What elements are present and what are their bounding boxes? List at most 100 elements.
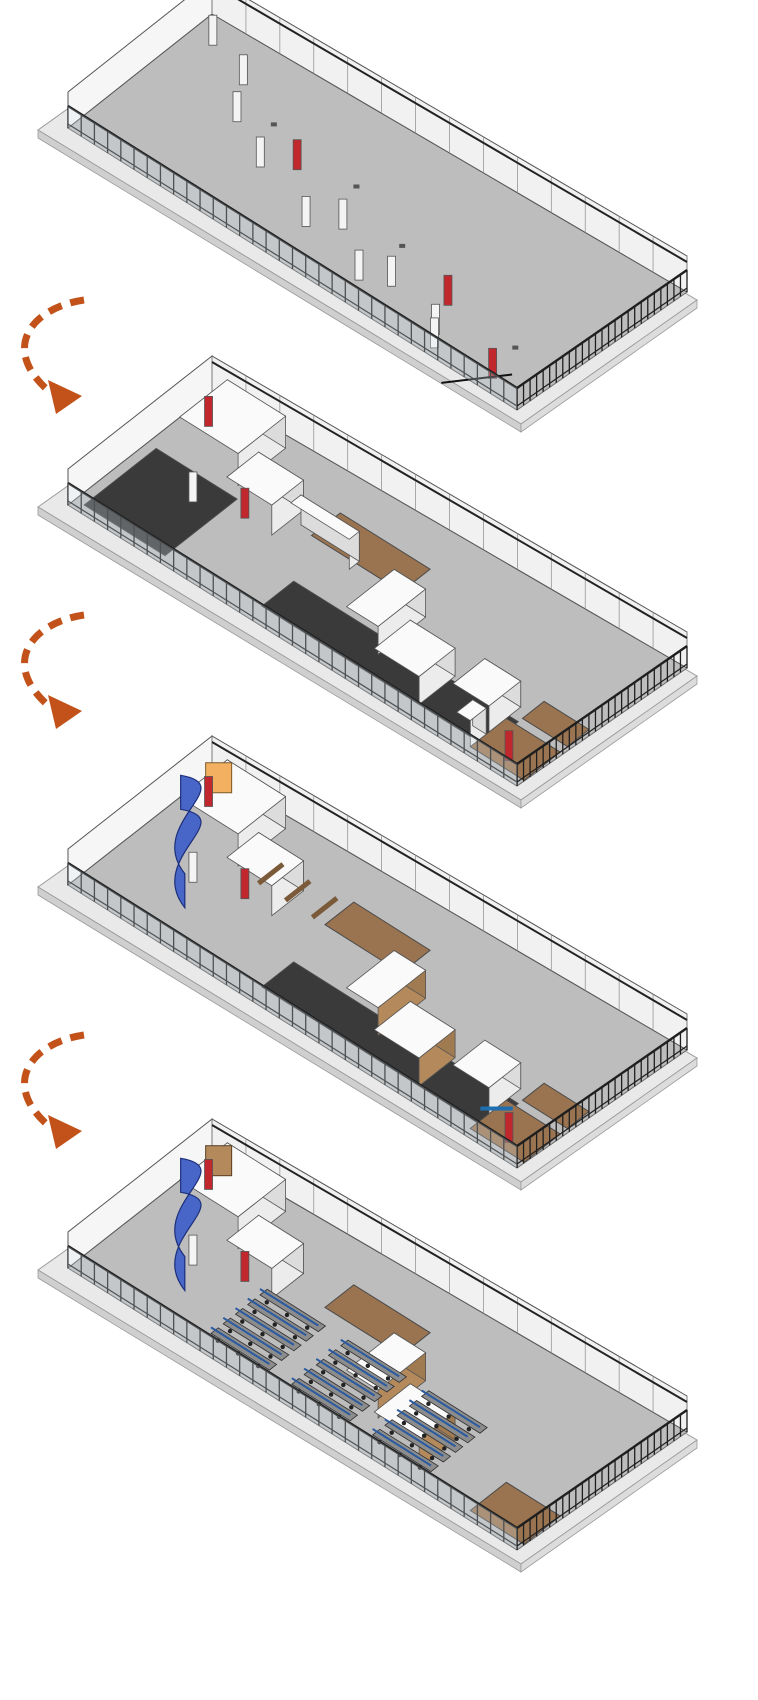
wood-room <box>324 1284 431 1356</box>
fire-cabinet <box>504 730 514 762</box>
stage-3 <box>37 734 698 1191</box>
chair <box>320 1370 326 1375</box>
chair <box>421 1433 427 1438</box>
chair <box>373 1385 378 1391</box>
fire-cabinet <box>240 487 250 519</box>
chair <box>333 1360 338 1365</box>
column <box>387 255 396 287</box>
desk-partition <box>222 1316 283 1356</box>
chair <box>328 1392 334 1397</box>
chair <box>252 1309 257 1315</box>
chair <box>240 1319 245 1324</box>
desk-partition <box>421 1389 481 1429</box>
chair <box>345 1350 350 1356</box>
desk-partition <box>328 1348 388 1387</box>
chair <box>446 1414 451 1419</box>
column <box>232 91 242 123</box>
ceiling-beam <box>310 896 339 920</box>
stage-4 <box>37 1117 698 1573</box>
glass-panel <box>68 1246 517 1550</box>
fire-cabinet <box>504 1112 514 1143</box>
column <box>255 136 265 168</box>
fire-cabinet <box>204 1159 213 1190</box>
blue-curved-wall <box>174 774 202 910</box>
chair <box>466 1427 472 1432</box>
desk-partition <box>247 1297 307 1337</box>
desk-partition <box>384 1418 444 1457</box>
transition-arrow <box>21 1031 85 1149</box>
arrow-head-icon <box>48 380 82 414</box>
desk-partition <box>291 1377 351 1416</box>
stage-1 <box>37 0 698 433</box>
transition-arrow <box>21 611 85 729</box>
column <box>188 1234 198 1266</box>
chair <box>268 1354 273 1359</box>
chair <box>308 1379 314 1385</box>
partition-top <box>345 568 427 627</box>
fire-cabinet <box>292 139 302 171</box>
chair <box>264 1300 269 1305</box>
arrow-head-icon <box>48 1115 82 1149</box>
chair <box>385 1376 391 1381</box>
chair <box>260 1332 265 1337</box>
partition-top <box>456 699 487 722</box>
chair <box>341 1382 346 1388</box>
chair <box>349 1405 354 1410</box>
base-edge <box>520 675 698 809</box>
desk-partition <box>408 1399 469 1438</box>
back-wall <box>67 0 213 130</box>
railing-top <box>237 0 688 263</box>
desk-partition <box>303 1367 363 1407</box>
desk-partition <box>340 1338 400 1378</box>
curved-arrow-icon <box>21 296 85 395</box>
chair <box>248 1341 253 1347</box>
chair <box>292 1335 298 1340</box>
chair <box>284 1312 290 1318</box>
chair <box>426 1401 431 1407</box>
desk-partition <box>259 1288 319 1327</box>
partition-top <box>226 1214 305 1269</box>
wood-room <box>324 901 431 974</box>
chair <box>272 1322 277 1327</box>
ceiling-beam <box>256 862 285 886</box>
chair <box>280 1344 285 1350</box>
fire-cabinet <box>240 868 250 900</box>
desk-partition <box>396 1408 457 1448</box>
column <box>238 54 248 86</box>
partition-top <box>226 451 305 506</box>
chair <box>442 1446 447 1451</box>
curved-arrow-icon <box>21 611 85 710</box>
glass-panel <box>68 483 517 786</box>
partition-top <box>452 1039 522 1089</box>
base-edge <box>520 299 698 433</box>
chair <box>409 1443 415 1448</box>
fire-cabinet <box>240 1251 250 1282</box>
desk-partition <box>210 1326 270 1365</box>
floor-marker <box>270 122 277 127</box>
stair-line <box>441 373 513 384</box>
blue-curved-wall <box>174 1157 202 1293</box>
fire-cabinet <box>204 395 213 427</box>
arrow-head-icon <box>48 695 82 729</box>
floor-marker <box>512 345 519 350</box>
railing-top <box>211 741 688 1021</box>
chair <box>454 1436 459 1442</box>
column <box>208 14 218 46</box>
glass-panel <box>68 106 517 410</box>
chair <box>353 1373 358 1378</box>
railing-top <box>211 361 688 639</box>
chair <box>413 1411 419 1416</box>
fire-cabinet <box>443 274 453 306</box>
base-edge <box>520 1057 698 1191</box>
partition-top <box>452 658 522 707</box>
floor-marker <box>399 243 406 248</box>
partition-top <box>290 494 360 540</box>
column <box>188 851 198 883</box>
column <box>188 471 198 503</box>
partition-top <box>373 1000 456 1059</box>
chair <box>361 1395 366 1400</box>
railing-top <box>211 1124 688 1403</box>
partition-top <box>226 832 305 887</box>
glass-panel <box>68 863 517 1168</box>
